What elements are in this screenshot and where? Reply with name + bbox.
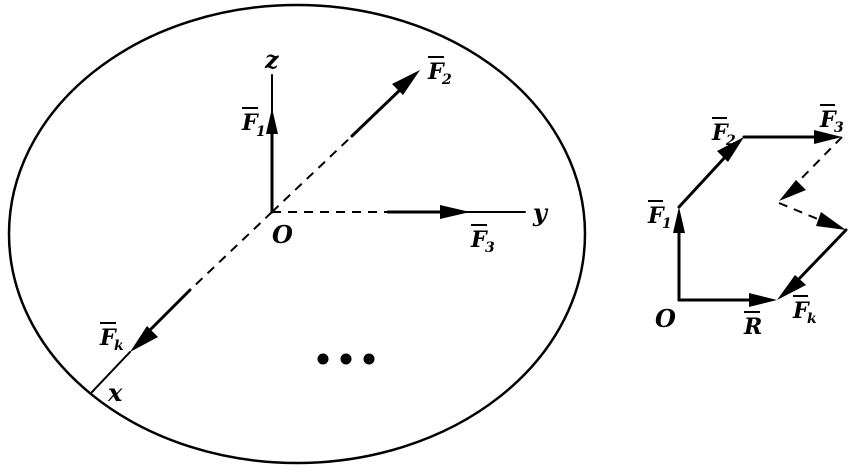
svg-text:R: R — [743, 314, 762, 340]
polygon-f3-label: F 3 — [819, 104, 844, 136]
x-axis — [91, 351, 131, 393]
force-f2-label: F 2 — [427, 56, 452, 88]
x-axis-dashed — [189, 211, 273, 291]
polygon-f1-vector — [673, 207, 685, 302]
force-f3-vector — [386, 205, 470, 219]
force-polygon: F 1 F 2 F 3 — [647, 104, 848, 340]
force-fk-label: F k — [99, 322, 124, 354]
svg-text:1: 1 — [256, 124, 266, 140]
ellipsis-dots — [317, 353, 375, 365]
polygon-resultant-label: R — [743, 311, 762, 340]
svg-text:3: 3 — [834, 120, 844, 136]
f2-line-dashed — [271, 135, 353, 213]
polygon-f1-label: F 1 — [647, 200, 672, 232]
polygon-f2-label: F 2 — [711, 117, 736, 149]
svg-text:F: F — [647, 203, 665, 229]
polygon-resultant-vector — [677, 293, 777, 307]
polygon-fk-vector — [777, 228, 848, 300]
y-axis-label: y — [532, 198, 549, 227]
polygon-origin-label: O — [655, 304, 676, 333]
force-f1-vector — [266, 108, 278, 214]
force-fk-vector — [130, 288, 192, 352]
svg-text:1: 1 — [662, 216, 672, 232]
svg-text:F: F — [792, 298, 810, 324]
force-f2-vector — [350, 70, 420, 138]
svg-text:k: k — [114, 338, 124, 354]
z-axis-label: z — [264, 45, 280, 74]
svg-text:F: F — [99, 325, 117, 351]
polygon-f2-vector — [677, 137, 744, 209]
svg-text:k: k — [807, 311, 817, 327]
body-ellipse — [7, 3, 587, 465]
polygon-fk-label: F k — [792, 295, 817, 327]
svg-text:F: F — [241, 110, 259, 136]
svg-text:2: 2 — [441, 72, 452, 88]
space-diagram: z F 1 y F 3 — [7, 3, 587, 465]
svg-text:F: F — [711, 120, 729, 146]
svg-text:F: F — [427, 59, 445, 85]
origin-label: O — [272, 220, 293, 249]
svg-text:F: F — [470, 227, 488, 253]
force-f1-label: F 1 — [241, 107, 266, 140]
x-axis-label: x — [107, 378, 123, 407]
svg-text:F: F — [819, 107, 837, 133]
polygon-f3-vector — [742, 130, 842, 144]
svg-text:2: 2 — [725, 133, 736, 149]
force-f3-label: F 3 — [470, 224, 495, 256]
svg-text:3: 3 — [485, 240, 495, 256]
polygon-intermediate-forces — [778, 136, 846, 230]
